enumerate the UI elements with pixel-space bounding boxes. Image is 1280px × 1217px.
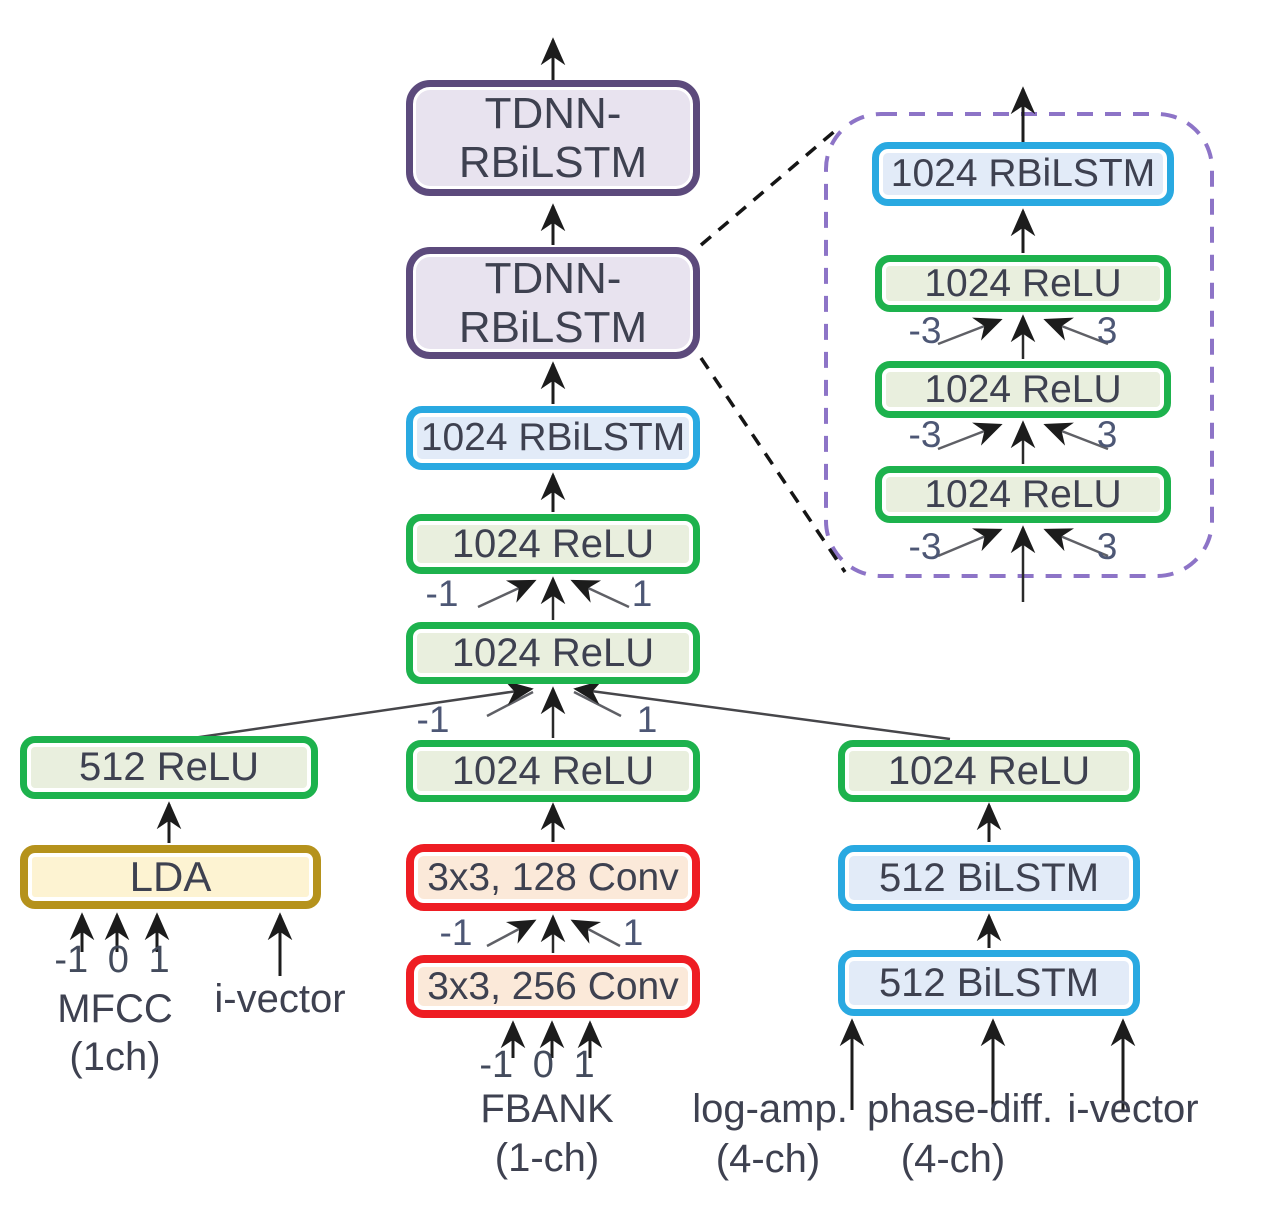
mfcc-channels-label: (1ch) [69, 1035, 161, 1079]
box-bilstm-lower: 512 BiLSTM [838, 950, 1140, 1016]
panel-splice2-left-label: -3 [908, 414, 942, 455]
splice1-right-label: 1 [631, 573, 653, 614]
box-tdnn-rbilstm-top-line1: TDNN- [484, 88, 622, 138]
box-tdnn-rbilstm-top: TDNN- RBiLSTM [406, 80, 700, 196]
phasediff-channels-label: (4-ch) [900, 1137, 1006, 1181]
right-branch-arrows [839, 802, 1136, 1110]
trunk-splice2-fanin [192, 680, 951, 741]
panel-splice1-right [1043, 317, 1109, 346]
box-tdnn-rbilstm-mid-line1: TDNN- [484, 253, 622, 303]
panel-box-relu3: 1024 ReLU [875, 466, 1171, 523]
box-rbilstm-1024: 1024 RBiLSTM [406, 406, 700, 470]
conv-splice-left-line [486, 919, 537, 948]
logamp-channels-label: (4-ch) [715, 1137, 821, 1181]
fanin-from-left-branch [192, 680, 534, 740]
panel-splice1-right-label: 3 [1096, 310, 1118, 351]
mid-branch-arrows [486, 802, 621, 1058]
dashed-link-bottom [699, 357, 847, 573]
box-tdnn-rbilstm-top-line2: RBiLSTM [458, 138, 648, 187]
ivector-right-label: i-vector [1067, 1087, 1199, 1131]
box-relu-trunk-upper: 1024 ReLU [406, 514, 700, 574]
splice1-right-line [570, 579, 630, 609]
splice2-left-label: -1 [416, 699, 450, 740]
detail-panel-outline [824, 112, 1214, 578]
panel-splice2-right [1043, 422, 1109, 451]
panel-splice1-left [937, 317, 1003, 346]
panel-splice3-right-label: 3 [1096, 526, 1118, 567]
splice1-left-label: -1 [425, 573, 459, 614]
panel-splice2-left [937, 422, 1003, 451]
panel-box-relu2: 1024 ReLU [875, 361, 1171, 418]
box-relu-right: 1024 ReLU [838, 740, 1140, 802]
left-branch-arrows [69, 801, 293, 976]
box-relu-trunk-lower: 1024 ReLU [406, 622, 700, 684]
ivector-left-label: i-vector [214, 977, 346, 1021]
phasediff-label: phase-diff. [866, 1087, 1054, 1131]
splice2-right-line [573, 690, 622, 718]
fbank-context-label: -1 0 1 [479, 1044, 595, 1086]
box-tdnn-rbilstm-mid-line2: RBiLSTM [458, 303, 648, 352]
conv-splice-right-label: 1 [622, 912, 644, 953]
expansion-dashed-links [699, 128, 847, 573]
box-conv-256: 3x3, 256 Conv [406, 955, 700, 1018]
panel-splice1-left-label: -3 [908, 310, 942, 351]
conv-splice-left-label: -1 [439, 912, 473, 953]
box-relu-512: 512 ReLU [20, 736, 318, 799]
fbank-channels-label: (1-ch) [494, 1136, 600, 1180]
conv-splice-right-line [570, 919, 621, 948]
panel-box-relu1: 1024 ReLU [875, 255, 1171, 312]
detail-panel-arrows [937, 86, 1109, 602]
fbank-label: FBANK [480, 1087, 614, 1131]
box-tdnn-rbilstm-mid: TDNN- RBiLSTM [406, 247, 700, 359]
box-conv-128: 3x3, 128 Conv [406, 844, 700, 911]
panel-splice3-right [1043, 528, 1109, 558]
box-relu-mid: 1024 ReLU [406, 740, 700, 802]
logamp-label: log-amp. [692, 1087, 848, 1131]
dashed-link-top [699, 128, 838, 247]
box-bilstm-upper: 512 BiLSTM [838, 845, 1140, 911]
mfcc-context-label: -1 0 1 [54, 939, 170, 981]
box-lda: LDA [20, 845, 321, 909]
fanin-from-right-branch [573, 680, 951, 741]
splice2-right-label: 1 [636, 699, 658, 740]
panel-splice3-left [937, 528, 1003, 558]
panel-splice2-right-label: 3 [1096, 414, 1118, 455]
trunk-splice1 [477, 576, 630, 620]
splice1-left-line [477, 579, 537, 609]
panel-box-rbilstm: 1024 RBiLSTM [872, 142, 1174, 206]
panel-splice3-left-label: -3 [908, 526, 942, 567]
mfcc-label: MFCC [57, 987, 173, 1031]
